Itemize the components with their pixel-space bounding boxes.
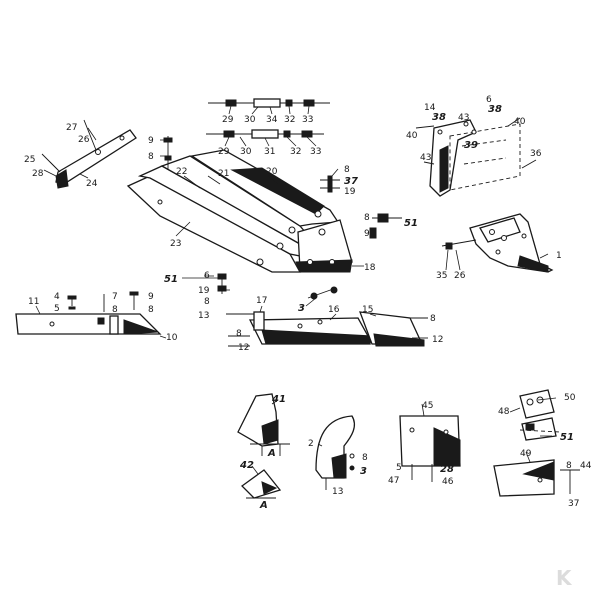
callout-30: 30	[244, 115, 256, 125]
share-15-16-17	[226, 286, 428, 347]
callout-40: 40	[406, 131, 418, 141]
callout-26: 26	[78, 135, 90, 145]
watermark-letter: K	[556, 566, 573, 590]
callout-30: 30	[240, 147, 252, 157]
callout-13: 13	[198, 311, 209, 321]
callout-41: 41	[271, 394, 286, 405]
share-10-11	[15, 291, 162, 335]
callout-44: 44	[580, 461, 592, 471]
callout-43: 43	[420, 153, 431, 163]
callout-51: 51	[164, 274, 178, 285]
leg-assembly-upper-right	[415, 117, 537, 197]
callout-26: 26	[454, 271, 466, 281]
callout-14: 14	[424, 103, 436, 113]
callout-8: 8	[112, 305, 118, 315]
callout-3: 3	[360, 466, 367, 477]
bolt-set-upper	[208, 98, 330, 115]
callout-24: 24	[86, 179, 98, 189]
callout-21: 21	[218, 169, 229, 179]
callout-32: 32	[284, 115, 295, 125]
callout-19: 19	[344, 187, 356, 197]
callout-8: 8	[344, 165, 350, 175]
callout-28: 28	[32, 169, 44, 179]
callout-36: 36	[530, 149, 542, 159]
callout-labels: 27 26 25 28 24 29 30 34 32 33 29 30 31 3…	[24, 95, 592, 511]
callout-45: 45	[422, 401, 433, 411]
callout-29: 29	[222, 115, 234, 125]
callout-47: 47	[388, 476, 399, 486]
callout-5: 5	[396, 463, 402, 473]
mouldboard-assembly	[126, 136, 402, 294]
callout-48: 48	[498, 407, 510, 417]
callout-1: 1	[556, 251, 562, 261]
callout-20: 20	[266, 167, 278, 177]
callout-31: 31	[264, 147, 275, 157]
callout-7: 7	[112, 292, 118, 302]
detail-41-42	[237, 393, 290, 499]
detail-2-3-13	[315, 415, 356, 490]
callout-8: 8	[148, 152, 154, 162]
callout-8: 8	[364, 213, 370, 223]
callout-28: 28	[440, 464, 454, 475]
callout-35: 35	[436, 271, 447, 281]
callout-46: 46	[442, 477, 454, 487]
callout-10: 10	[166, 333, 178, 343]
leader-lines	[35, 127, 557, 475]
callout-8: 8	[566, 461, 572, 471]
callout-2: 2	[308, 439, 314, 449]
callout-43: 43	[458, 113, 469, 123]
callout-40: 40	[514, 117, 526, 127]
callout-51: 51	[404, 218, 418, 229]
callout-12: 12	[238, 343, 249, 353]
callout-39: 39	[464, 140, 478, 151]
callout-3: 3	[298, 303, 305, 314]
callout-5: 5	[54, 304, 60, 314]
callout-37: 37	[568, 499, 579, 509]
callout-42: 42	[239, 460, 254, 471]
callout-17: 17	[256, 296, 267, 306]
callout-4: 4	[54, 292, 60, 302]
callout-38: 38	[488, 104, 502, 115]
callout-37: 37	[344, 176, 358, 187]
callout-19: 19	[198, 286, 210, 296]
callout-25: 25	[24, 155, 35, 165]
callout-49: 49	[520, 449, 532, 459]
callout-9: 9	[364, 229, 370, 239]
callout-11: 11	[28, 297, 39, 307]
callout-33: 33	[310, 147, 321, 157]
callout-8: 8	[362, 453, 368, 463]
brand-watermark-logo: K	[556, 566, 573, 590]
callout-18: 18	[364, 263, 376, 273]
callout-27: 27	[66, 123, 77, 133]
callout-51: 51	[560, 432, 574, 443]
detail-45	[399, 415, 461, 482]
callout-12: 12	[432, 335, 443, 345]
callout-8: 8	[148, 305, 154, 315]
callout-9: 9	[148, 136, 154, 146]
callout-6: 6	[486, 95, 492, 105]
callout-A: A	[267, 448, 276, 459]
callout-A: A	[259, 500, 268, 511]
callout-13: 13	[332, 487, 343, 497]
callout-29: 29	[218, 147, 230, 157]
callout-15: 15	[362, 305, 373, 315]
callout-16: 16	[328, 305, 340, 315]
callout-33: 33	[302, 115, 313, 125]
callout-38: 38	[432, 112, 446, 123]
bolt-set-lower	[206, 129, 324, 147]
callout-22: 22	[176, 167, 187, 177]
callout-8: 8	[236, 329, 242, 339]
callout-6: 6	[204, 271, 210, 281]
callout-50: 50	[564, 393, 576, 403]
callout-9: 9	[148, 292, 154, 302]
frog-1	[441, 213, 554, 273]
callout-8: 8	[430, 314, 436, 324]
detail-48-51	[493, 389, 580, 497]
callout-34: 34	[266, 115, 278, 125]
callout-23: 23	[170, 239, 181, 249]
callout-8: 8	[204, 297, 210, 307]
callout-32: 32	[290, 147, 301, 157]
